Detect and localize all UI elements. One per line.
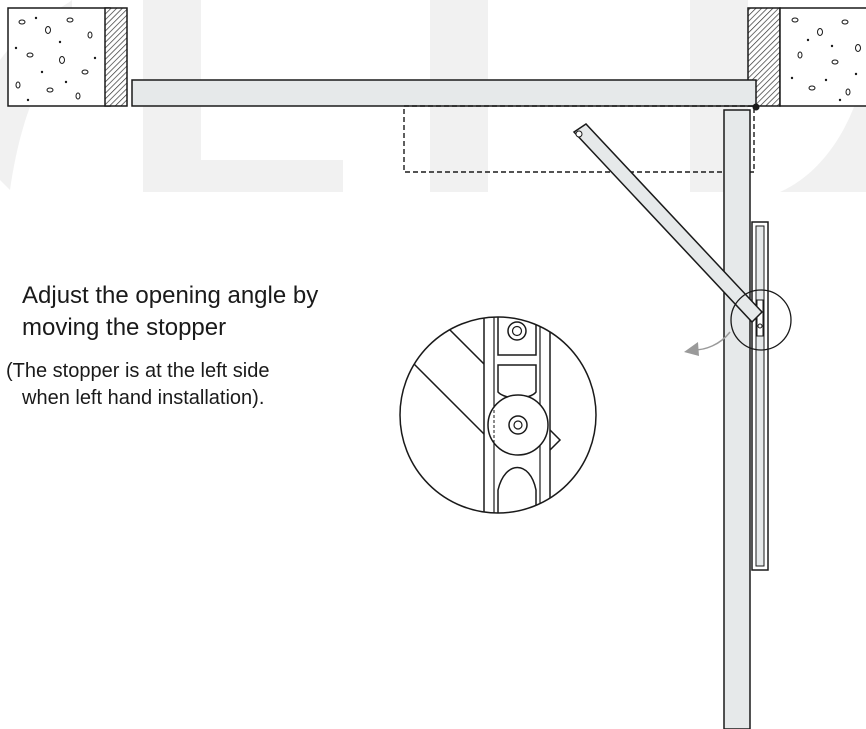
note-text: (The stopper is at the left side when le… bbox=[6, 358, 386, 412]
closer-arm bbox=[572, 123, 764, 324]
stopper-zoom-detail bbox=[399, 316, 597, 514]
detail-marker-circle bbox=[730, 289, 792, 351]
right-wall bbox=[747, 7, 866, 107]
header-bar bbox=[131, 79, 757, 107]
left-wall bbox=[7, 7, 128, 107]
instruction-text: Adjust the opening angle by moving the s… bbox=[22, 280, 392, 344]
door-leaf bbox=[723, 109, 751, 729]
note-line-2: when left hand installation). bbox=[22, 387, 265, 409]
note-line-1: (The stopper is at the left side bbox=[6, 360, 270, 382]
slide-track bbox=[751, 221, 769, 571]
hinge-pivot bbox=[752, 103, 760, 111]
curved-arrow-icon bbox=[684, 331, 731, 356]
instruction-line-2: moving the stopper bbox=[22, 314, 227, 341]
instruction-line-1: Adjust the opening angle by bbox=[22, 282, 319, 309]
